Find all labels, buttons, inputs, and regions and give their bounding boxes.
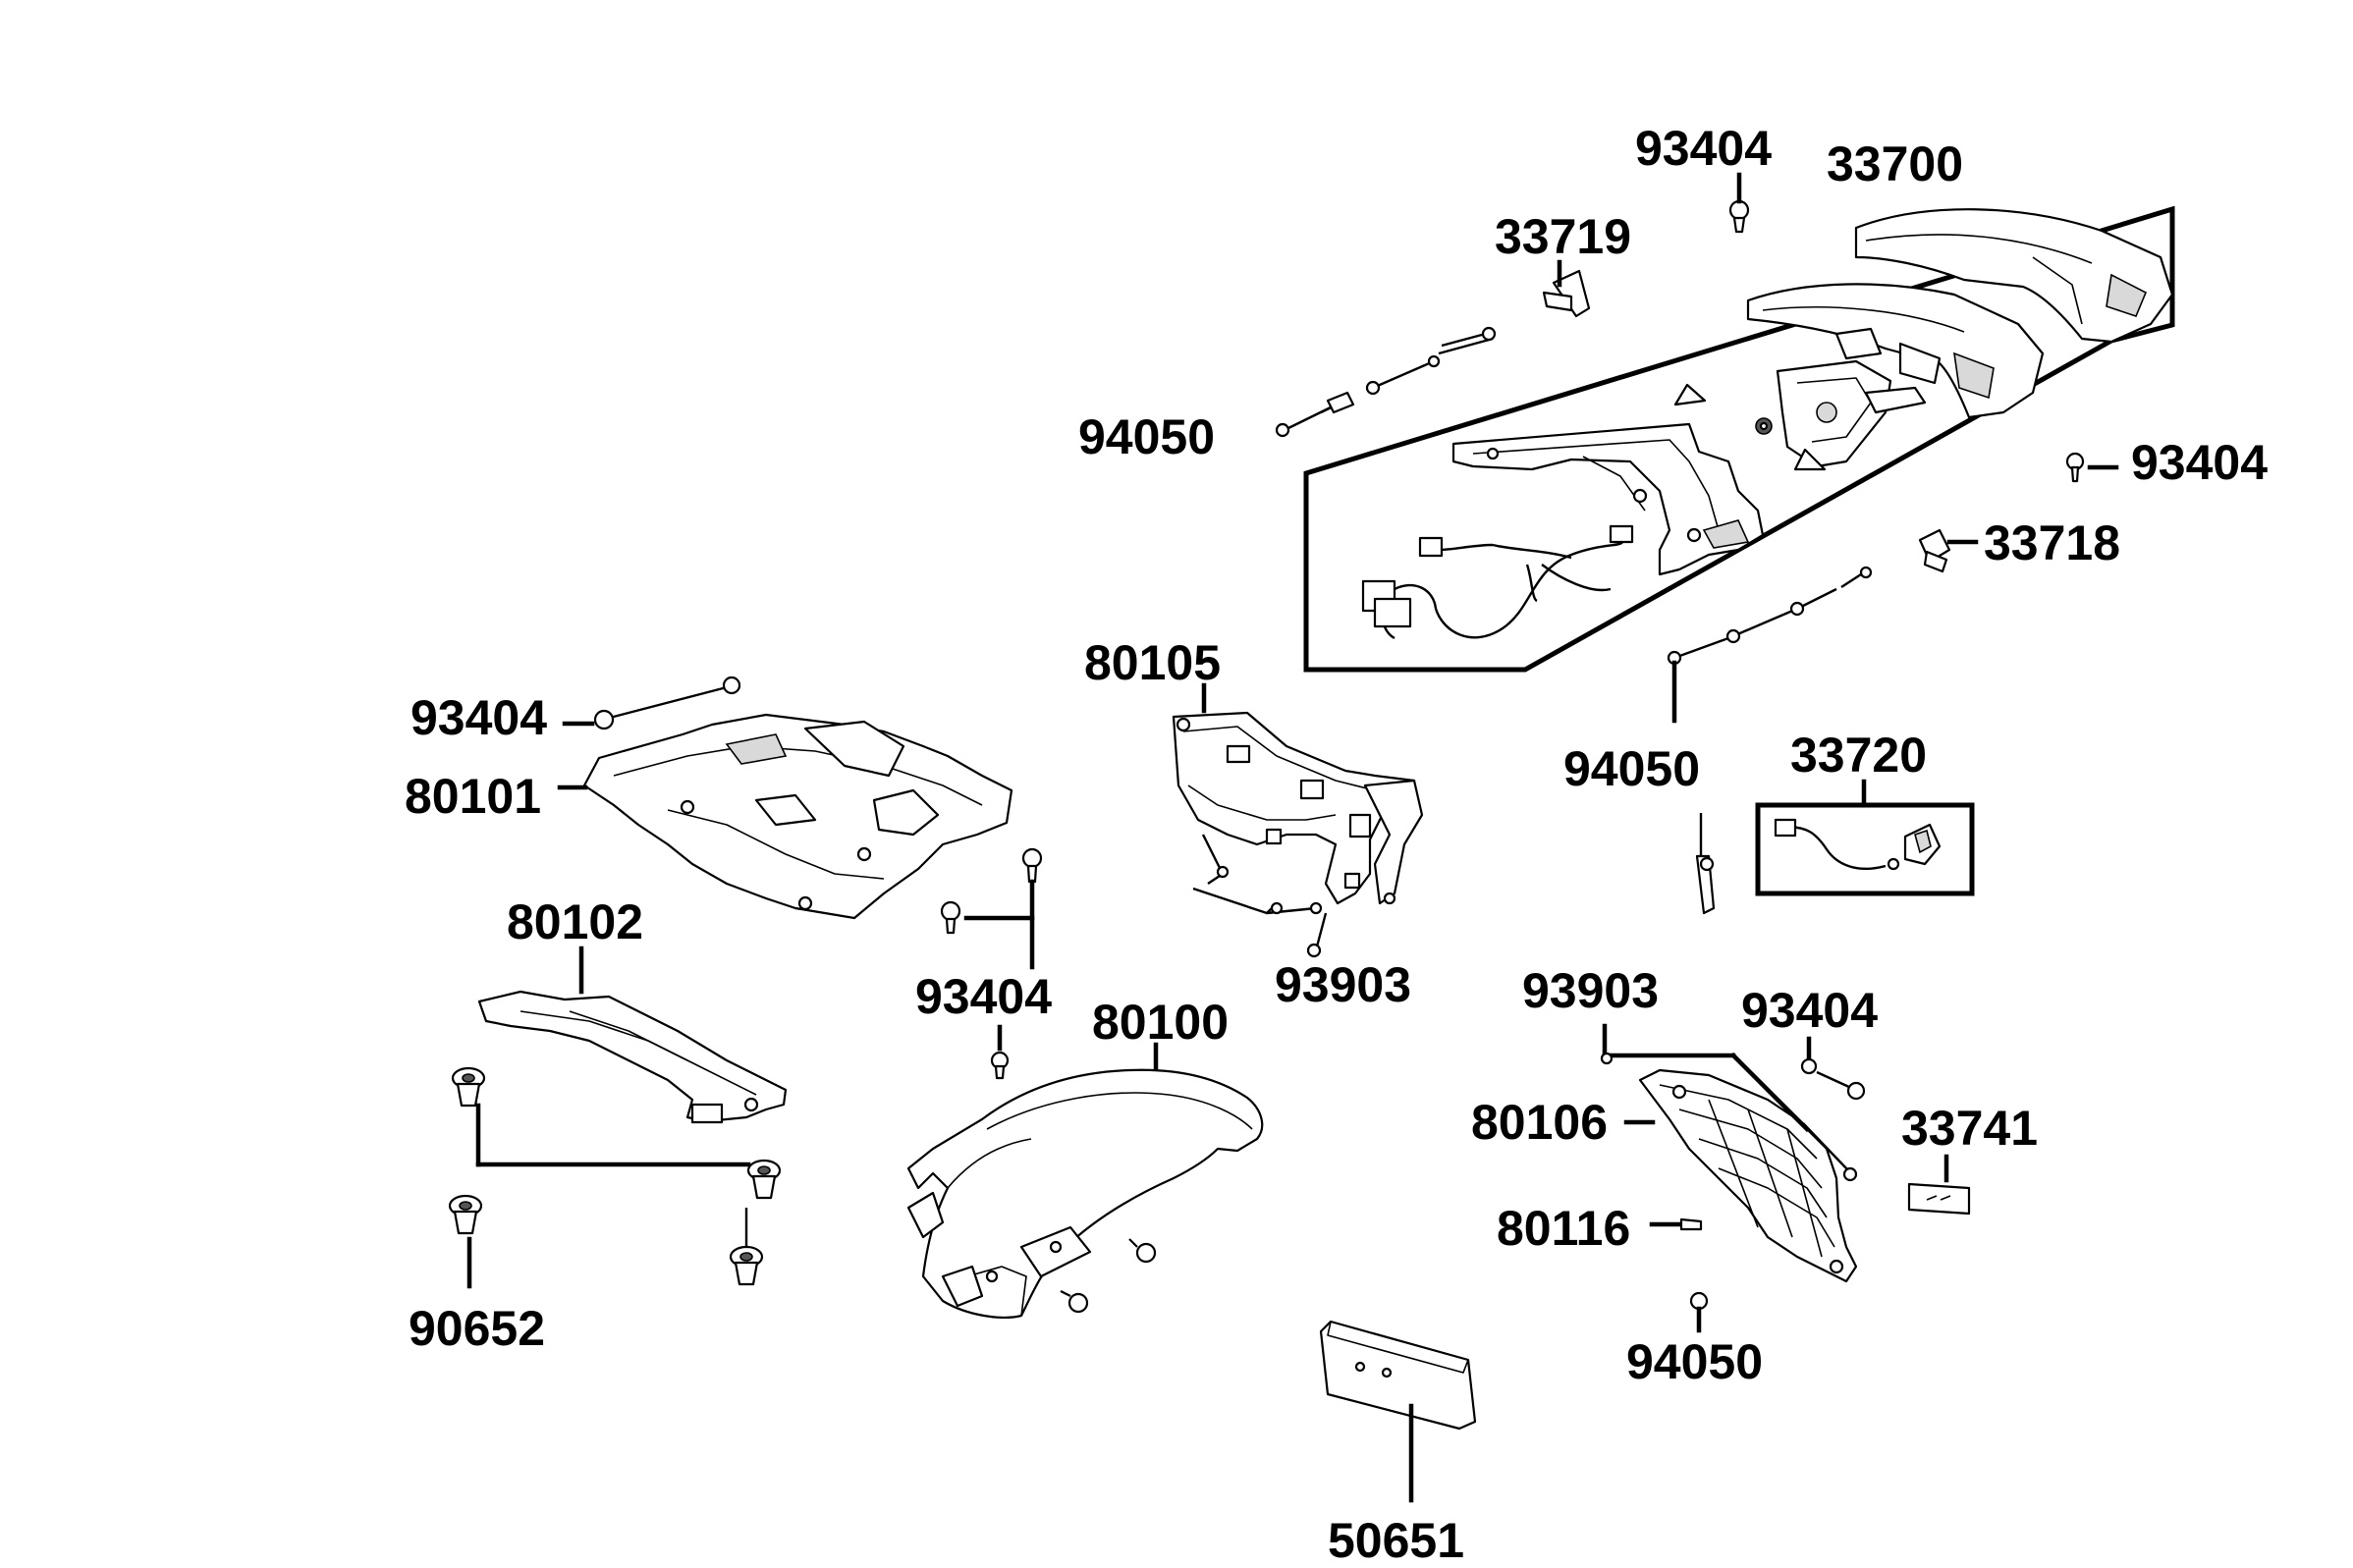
label-93903-center: 93903 — [1275, 957, 1411, 1012]
assembly-33700-group — [1303, 205, 2175, 673]
screws-fender — [1060, 1238, 1157, 1314]
tail-cover-outer — [1854, 208, 2174, 344]
label-90652: 90652 — [409, 1301, 545, 1356]
label-80100: 80100 — [1092, 995, 1229, 1050]
label-33718: 33718 — [1984, 515, 2120, 570]
fender-80100 — [906, 1042, 1264, 1319]
label-80102: 80102 — [507, 894, 643, 949]
label-50651: 50651 — [1328, 1513, 1464, 1568]
label-80106: 80106 — [1471, 1095, 1608, 1150]
screws-94050-mid — [1667, 566, 1873, 724]
bracket-80102 — [477, 946, 788, 1124]
clip-33719 — [1542, 259, 1591, 318]
label-94050-mid: 94050 — [1563, 741, 1700, 796]
screw-93903-right — [1600, 1023, 1858, 1182]
label-33720: 33720 — [1790, 728, 1927, 783]
label-93404-top: 93404 — [1635, 121, 1772, 176]
label-33700: 33700 — [1827, 136, 1963, 191]
frame-80105 — [1172, 682, 1424, 915]
label-93404-right: 93404 — [2131, 435, 2268, 490]
label-93903-right: 93903 — [1522, 963, 1659, 1018]
grommets-90652 — [448, 1066, 782, 1289]
label-33741: 33741 — [1901, 1101, 2038, 1156]
part-labels: 93404 33700 33719 94050 93404 33718 8010… — [405, 121, 2268, 1568]
cover-80101 — [557, 713, 1013, 920]
assembly-33720-box — [1755, 802, 1975, 896]
screw-93404-top — [1728, 172, 1750, 234]
bracket-80106 — [1623, 1068, 1858, 1283]
screws-94050-top — [1275, 326, 1497, 438]
nut-94050-bottom — [1689, 1291, 1709, 1333]
rear-frame-bracket — [1451, 422, 1765, 576]
screws-93404-center — [940, 847, 1043, 1080]
label-94050-bottom: 94050 — [1626, 1334, 1763, 1389]
screw-94050-mid-vertical — [1695, 813, 1716, 915]
label-93404-left: 93404 — [410, 690, 547, 745]
pad-50651 — [1319, 1320, 1477, 1503]
label-80105: 80105 — [1084, 635, 1221, 690]
screw-93903-center — [1306, 912, 1328, 958]
screw-93404-lower — [1800, 1036, 1866, 1101]
label-94050-top: 94050 — [1078, 409, 1215, 464]
reflector-33741 — [1907, 1154, 1971, 1216]
screw-93404-right — [2065, 452, 2119, 483]
label-80101: 80101 — [405, 769, 541, 824]
label-93404-center: 93404 — [915, 969, 1052, 1024]
screw-80116 — [1649, 1217, 1703, 1231]
label-80116: 80116 — [1497, 1201, 1630, 1256]
label-33719: 33719 — [1495, 209, 1631, 264]
label-93404-lower: 93404 — [1741, 983, 1878, 1038]
clip-33718 — [1918, 528, 1979, 573]
assembly-33720-group — [1755, 779, 1975, 896]
screw-93404-left — [562, 676, 741, 730]
